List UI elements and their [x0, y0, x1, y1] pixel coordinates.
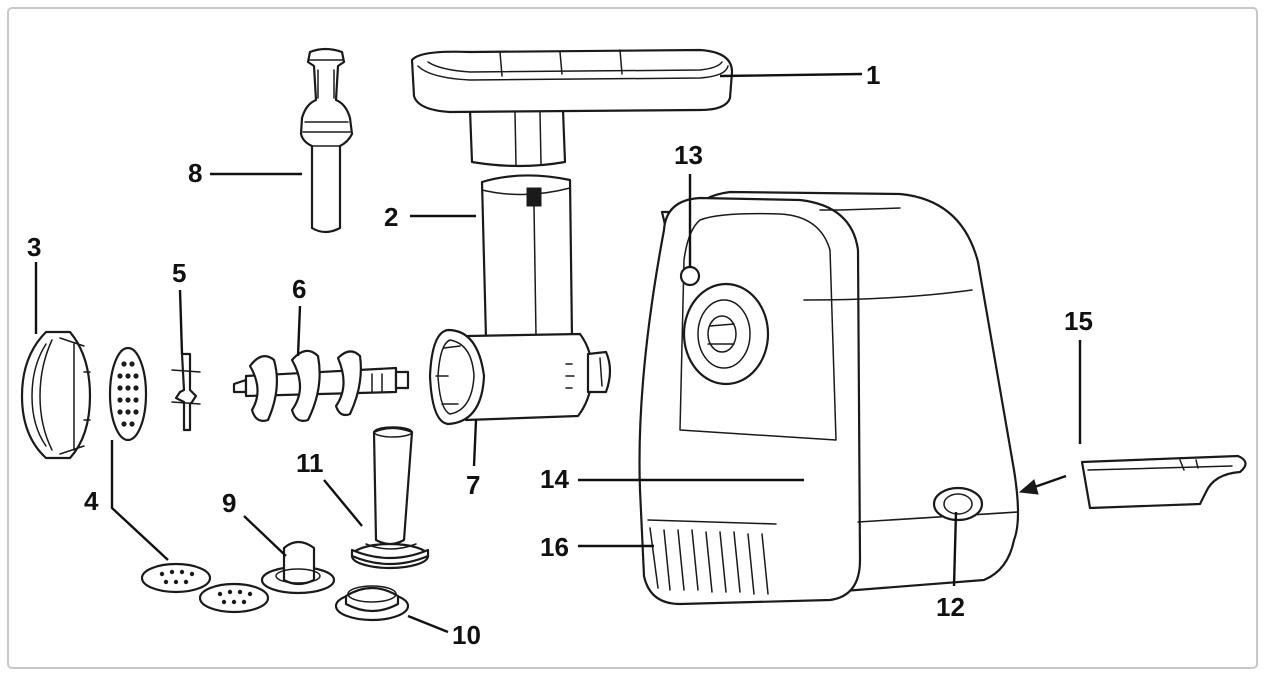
- motor-housing: [638, 190, 1020, 606]
- callout-16: 16: [540, 532, 569, 562]
- diagram-border: [7, 7, 1258, 669]
- part-10-cap: [334, 585, 410, 622]
- callout-4: 4: [84, 486, 99, 516]
- callout-9: 9: [222, 488, 236, 518]
- callout-12: 12: [936, 592, 965, 622]
- callout-15: 15: [1064, 306, 1093, 336]
- callout-7: 7: [466, 470, 480, 500]
- callout-2: 2: [384, 202, 398, 232]
- part-3-ring-nut: [20, 330, 92, 460]
- callout-3: 3: [27, 232, 41, 262]
- callout-8: 8: [188, 158, 202, 188]
- callout-1: 1: [866, 60, 880, 90]
- part-13-reverse-button: [679, 265, 701, 287]
- callout-11: 11: [296, 448, 324, 478]
- callout-14: 14: [540, 464, 569, 494]
- callout-5: 5: [172, 258, 186, 288]
- callout-13: 13: [674, 140, 703, 170]
- part-6-auger: [232, 349, 410, 422]
- part-5-blade: [171, 352, 201, 432]
- part-16-ventilation-grille: [647, 519, 777, 595]
- part-4-cutting-plates: [108, 346, 270, 614]
- part-9-kibbe-attachment: [260, 540, 336, 595]
- callout-10: 10: [452, 620, 481, 650]
- part-15-accessory-tray: [1080, 454, 1247, 510]
- part-1-food-tray: [410, 48, 734, 168]
- part-11-sausage-tube: [350, 426, 430, 570]
- insert-arrow-icon: [1018, 474, 1067, 495]
- leader-lines: [34, 72, 1082, 634]
- callout-labels: 1 2 3 4 5 6 7 8 9 10 11 12 13 14 15 16: [27, 60, 1093, 650]
- part-2-grinder-body: [428, 174, 612, 426]
- part-12-power-switch: [932, 486, 984, 522]
- callout-6: 6: [292, 274, 306, 304]
- part-8-pusher: [299, 47, 354, 234]
